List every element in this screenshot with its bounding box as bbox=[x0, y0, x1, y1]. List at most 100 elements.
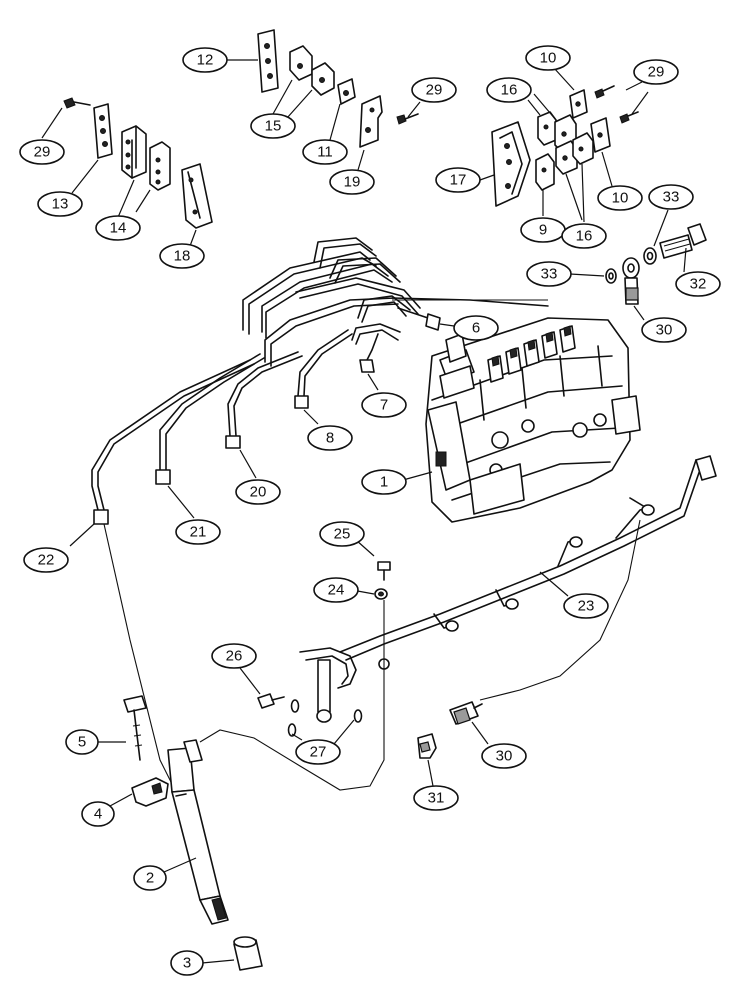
callout-29-left: 29 bbox=[19, 139, 65, 165]
clamp-block-16 bbox=[537, 111, 594, 175]
callout-13: 13 bbox=[37, 191, 83, 217]
svg-text:20: 20 bbox=[250, 484, 267, 501]
washer-24 bbox=[374, 588, 388, 600]
callout-3: 3 bbox=[170, 950, 204, 976]
callout-32: 32 bbox=[675, 271, 721, 297]
clamp-plate-10-bottom bbox=[590, 117, 611, 153]
callout-27: 27 bbox=[295, 739, 341, 765]
svg-text:3: 3 bbox=[183, 955, 191, 972]
callout-8: 8 bbox=[307, 425, 353, 451]
svg-text:30: 30 bbox=[656, 322, 673, 339]
svg-text:16: 16 bbox=[501, 82, 518, 99]
callout-33-right: 33 bbox=[648, 184, 694, 210]
svg-text:5: 5 bbox=[78, 734, 86, 751]
injection-pump-1 bbox=[425, 317, 641, 523]
callout-1: 1 bbox=[361, 469, 407, 495]
washer-33-left bbox=[605, 268, 617, 284]
svg-text:10: 10 bbox=[612, 190, 629, 207]
svg-text:26: 26 bbox=[226, 648, 243, 665]
callout-9: 9 bbox=[520, 217, 566, 243]
injection-line-8 bbox=[294, 329, 353, 409]
callout-30-top: 30 bbox=[641, 317, 687, 343]
callout-11: 11 bbox=[302, 139, 348, 165]
svg-text:31: 31 bbox=[428, 790, 445, 807]
bracket-19 bbox=[359, 95, 383, 148]
svg-text:33: 33 bbox=[541, 266, 558, 283]
callout-29-right: 29 bbox=[633, 59, 679, 85]
svg-text:11: 11 bbox=[317, 144, 333, 161]
callout-22: 22 bbox=[23, 547, 69, 573]
svg-text:29: 29 bbox=[34, 144, 51, 161]
callout-12: 12 bbox=[182, 47, 228, 73]
clamp-block-11 bbox=[337, 78, 356, 105]
bolt-5 bbox=[123, 695, 147, 761]
callout-19: 19 bbox=[329, 169, 375, 195]
callout-30-bottom: 30 bbox=[481, 743, 527, 769]
svg-text:17: 17 bbox=[450, 172, 467, 189]
bolt-29-left bbox=[63, 97, 91, 109]
svg-text:24: 24 bbox=[328, 582, 345, 599]
banjo-fitting-30-bottom bbox=[449, 701, 483, 725]
clamp-plate-13 bbox=[93, 103, 113, 159]
callout-10-top: 10 bbox=[525, 45, 571, 71]
clamp-4 bbox=[131, 777, 169, 807]
callout-21: 21 bbox=[175, 519, 221, 545]
callout-31: 31 bbox=[413, 785, 459, 811]
callout-16-bottom: 16 bbox=[561, 223, 607, 249]
svg-text:12: 12 bbox=[197, 52, 214, 69]
banjo-fitting-30-top bbox=[622, 257, 640, 305]
injector-2 bbox=[167, 739, 229, 925]
callout-5: 5 bbox=[65, 729, 99, 755]
svg-text:1: 1 bbox=[380, 474, 388, 491]
svg-text:13: 13 bbox=[52, 196, 69, 213]
bolt-26 bbox=[257, 693, 285, 709]
bolt-32 bbox=[659, 223, 707, 259]
clamp-plate-10-top bbox=[569, 89, 588, 119]
bolt-29-right-a bbox=[594, 85, 615, 99]
sleeve-3 bbox=[233, 936, 263, 971]
clamp-block-15 bbox=[289, 45, 335, 96]
callout-15: 15 bbox=[250, 113, 296, 139]
fuel-return-line-23 bbox=[299, 455, 717, 723]
callout-24: 24 bbox=[313, 577, 359, 603]
callout-7: 7 bbox=[361, 392, 407, 418]
svg-text:19: 19 bbox=[344, 174, 361, 191]
svg-text:23: 23 bbox=[578, 598, 595, 615]
svg-text:29: 29 bbox=[426, 82, 443, 99]
injection-line-21 bbox=[155, 353, 265, 485]
callout-4: 4 bbox=[81, 801, 115, 827]
svg-text:22: 22 bbox=[38, 552, 55, 569]
callout-16-top: 16 bbox=[486, 77, 532, 103]
svg-text:33: 33 bbox=[663, 189, 680, 206]
bracket-18 bbox=[181, 163, 213, 229]
clamp-block-9 bbox=[535, 153, 555, 191]
svg-text:21: 21 bbox=[190, 524, 207, 541]
leader-lines bbox=[41, 59, 687, 964]
svg-text:9: 9 bbox=[539, 222, 547, 239]
svg-text:30: 30 bbox=[496, 748, 513, 765]
fuel-injection-lines bbox=[242, 237, 549, 367]
callout-33-left: 33 bbox=[526, 261, 572, 287]
injection-line-20 bbox=[225, 351, 303, 449]
leak-off-hose bbox=[103, 519, 641, 801]
callout-18: 18 bbox=[159, 243, 205, 269]
bolt-29-mid bbox=[396, 113, 419, 125]
bolt-25 bbox=[377, 561, 391, 581]
svg-text:18: 18 bbox=[174, 248, 191, 265]
washer-27 bbox=[287, 699, 363, 737]
bolt-29-right-b bbox=[619, 111, 639, 124]
callout-17: 17 bbox=[435, 167, 481, 193]
svg-text:4: 4 bbox=[94, 806, 102, 823]
callout-25: 25 bbox=[319, 521, 365, 547]
injection-line-6 bbox=[397, 307, 441, 331]
svg-text:7: 7 bbox=[380, 397, 388, 414]
callout-6: 6 bbox=[453, 315, 499, 341]
svg-text:16: 16 bbox=[576, 228, 593, 245]
injection-line-22 bbox=[91, 359, 255, 525]
svg-text:29: 29 bbox=[648, 64, 665, 81]
callout-26: 26 bbox=[211, 643, 257, 669]
callout-2: 2 bbox=[133, 865, 167, 891]
callout-29-mid: 29 bbox=[411, 77, 457, 103]
